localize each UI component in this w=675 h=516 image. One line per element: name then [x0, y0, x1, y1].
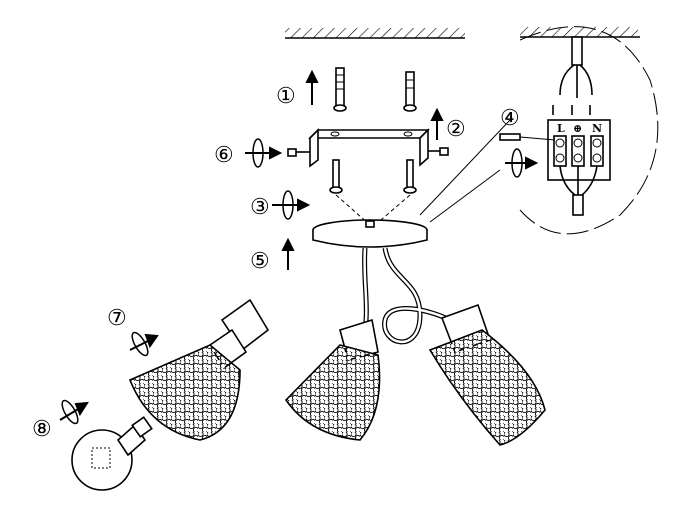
light-bulb	[71, 416, 153, 491]
direction-arrows	[59, 69, 539, 421]
bracket-screws	[329, 159, 417, 194]
canopy	[312, 219, 428, 248]
lamp-left	[128, 298, 270, 441]
terminal-neutral-label: N	[592, 122, 602, 135]
lamp-middle	[284, 318, 381, 441]
step-1-label: ①	[276, 84, 296, 109]
lamp-arms	[265, 247, 452, 347]
step-3-label: ③	[250, 195, 270, 220]
step-8-label: ⑧	[32, 417, 52, 442]
step-7-label: ⑦	[107, 306, 127, 331]
rotation-icons	[61, 138, 523, 425]
wall-plug-right	[403, 71, 417, 112]
step-4-label: ④	[500, 106, 520, 131]
step-5-label: ⑤	[250, 249, 270, 274]
side-screws	[287, 147, 449, 157]
terminal-earth-label: ⊕	[573, 122, 582, 135]
wiring-detail-callout: L ⊕ N	[419, 26, 659, 235]
mounting-bracket	[308, 128, 430, 168]
wall-plug-left	[333, 67, 347, 112]
step-6-label: ⑥	[214, 143, 234, 168]
step-2-label: ②	[446, 117, 466, 142]
lamp-right	[428, 303, 546, 446]
terminal-live-label: L	[557, 122, 565, 135]
ceiling	[285, 28, 465, 39]
